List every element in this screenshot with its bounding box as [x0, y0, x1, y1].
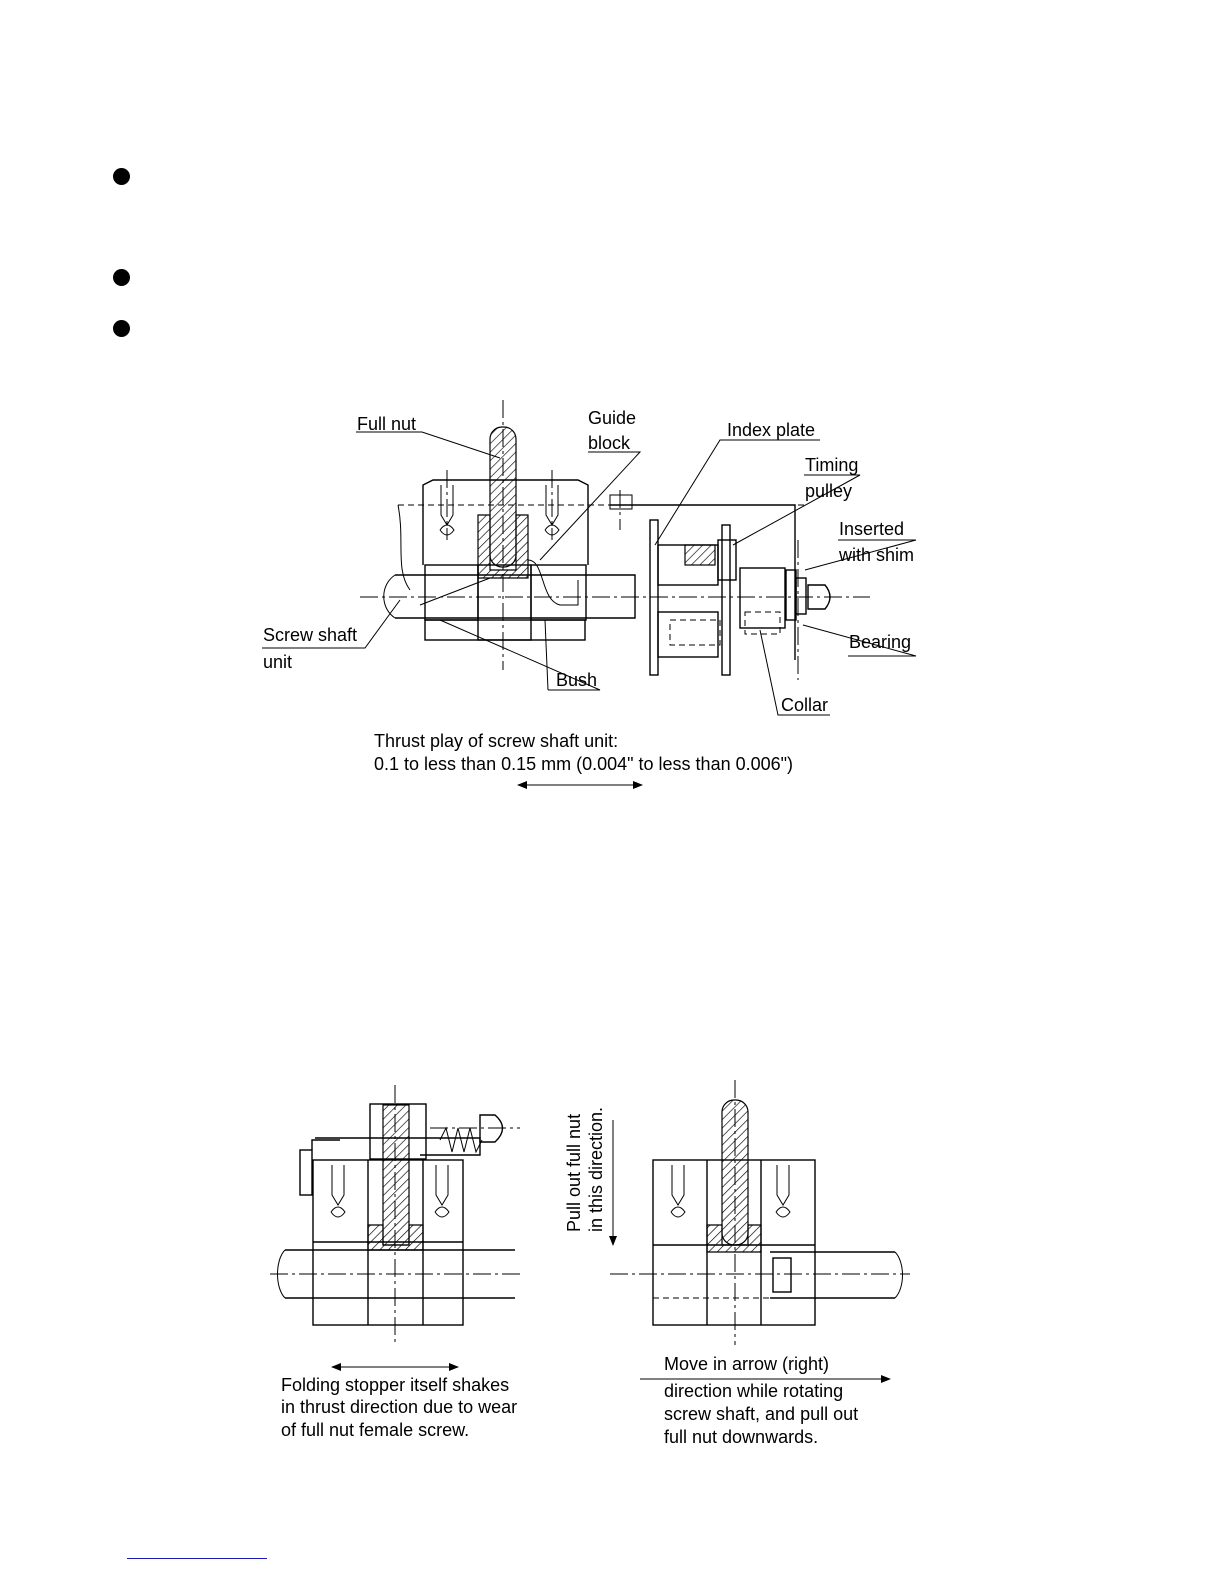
- figure-2-left-caption-1: Folding stopper itself shakes: [281, 1375, 509, 1395]
- bullet-1: [113, 168, 130, 185]
- bullet-3: [113, 320, 130, 337]
- figure-1-caption-line-2: 0.1 to less than 0.15 mm (0.004" to less…: [374, 754, 793, 774]
- label-bush: Bush: [556, 670, 597, 690]
- figure-1-drawing: [262, 400, 917, 789]
- label-screw-shaft-1: Screw shaft: [263, 625, 357, 645]
- label-bearing: Bearing: [849, 632, 911, 652]
- figure-2-right-caption-2: direction while rotating: [664, 1381, 843, 1401]
- label-index-plate: Index plate: [727, 420, 815, 440]
- label-guide-block-2: block: [588, 433, 631, 453]
- figure-2-left-caption-2: in thrust direction due to wear: [281, 1397, 517, 1417]
- label-timing-pulley-1: Timing: [805, 455, 858, 475]
- figure-2-left-drawing: [270, 1085, 520, 1371]
- label-inserted-1: Inserted: [839, 519, 904, 539]
- footer-rule: [127, 1558, 267, 1559]
- label-guide-block-1: Guide: [588, 408, 636, 428]
- label-timing-pulley-2: pulley: [805, 481, 852, 501]
- figure-2-left-caption-3: of full nut female screw.: [281, 1420, 469, 1440]
- figure-2-right-caption-4: full nut downwards.: [664, 1427, 818, 1447]
- label-full-nut: Full nut: [357, 414, 416, 434]
- bullet-2: [113, 269, 130, 286]
- label-inserted-2: with shim: [838, 545, 914, 565]
- pull-out-text-1: Pull out full nut: [564, 1114, 584, 1232]
- figure-2-right-drawing: [610, 1080, 910, 1383]
- figure-2-right-caption-3: screw shaft, and pull out: [664, 1404, 858, 1424]
- label-screw-shaft-2: unit: [263, 652, 292, 672]
- figure-2-right-caption-1: Move in arrow (right): [664, 1354, 829, 1374]
- pull-out-text-2: in this direction.: [586, 1107, 606, 1232]
- label-collar: Collar: [781, 695, 828, 715]
- figure-1-caption-line-1: Thrust play of screw shaft unit:: [374, 731, 618, 751]
